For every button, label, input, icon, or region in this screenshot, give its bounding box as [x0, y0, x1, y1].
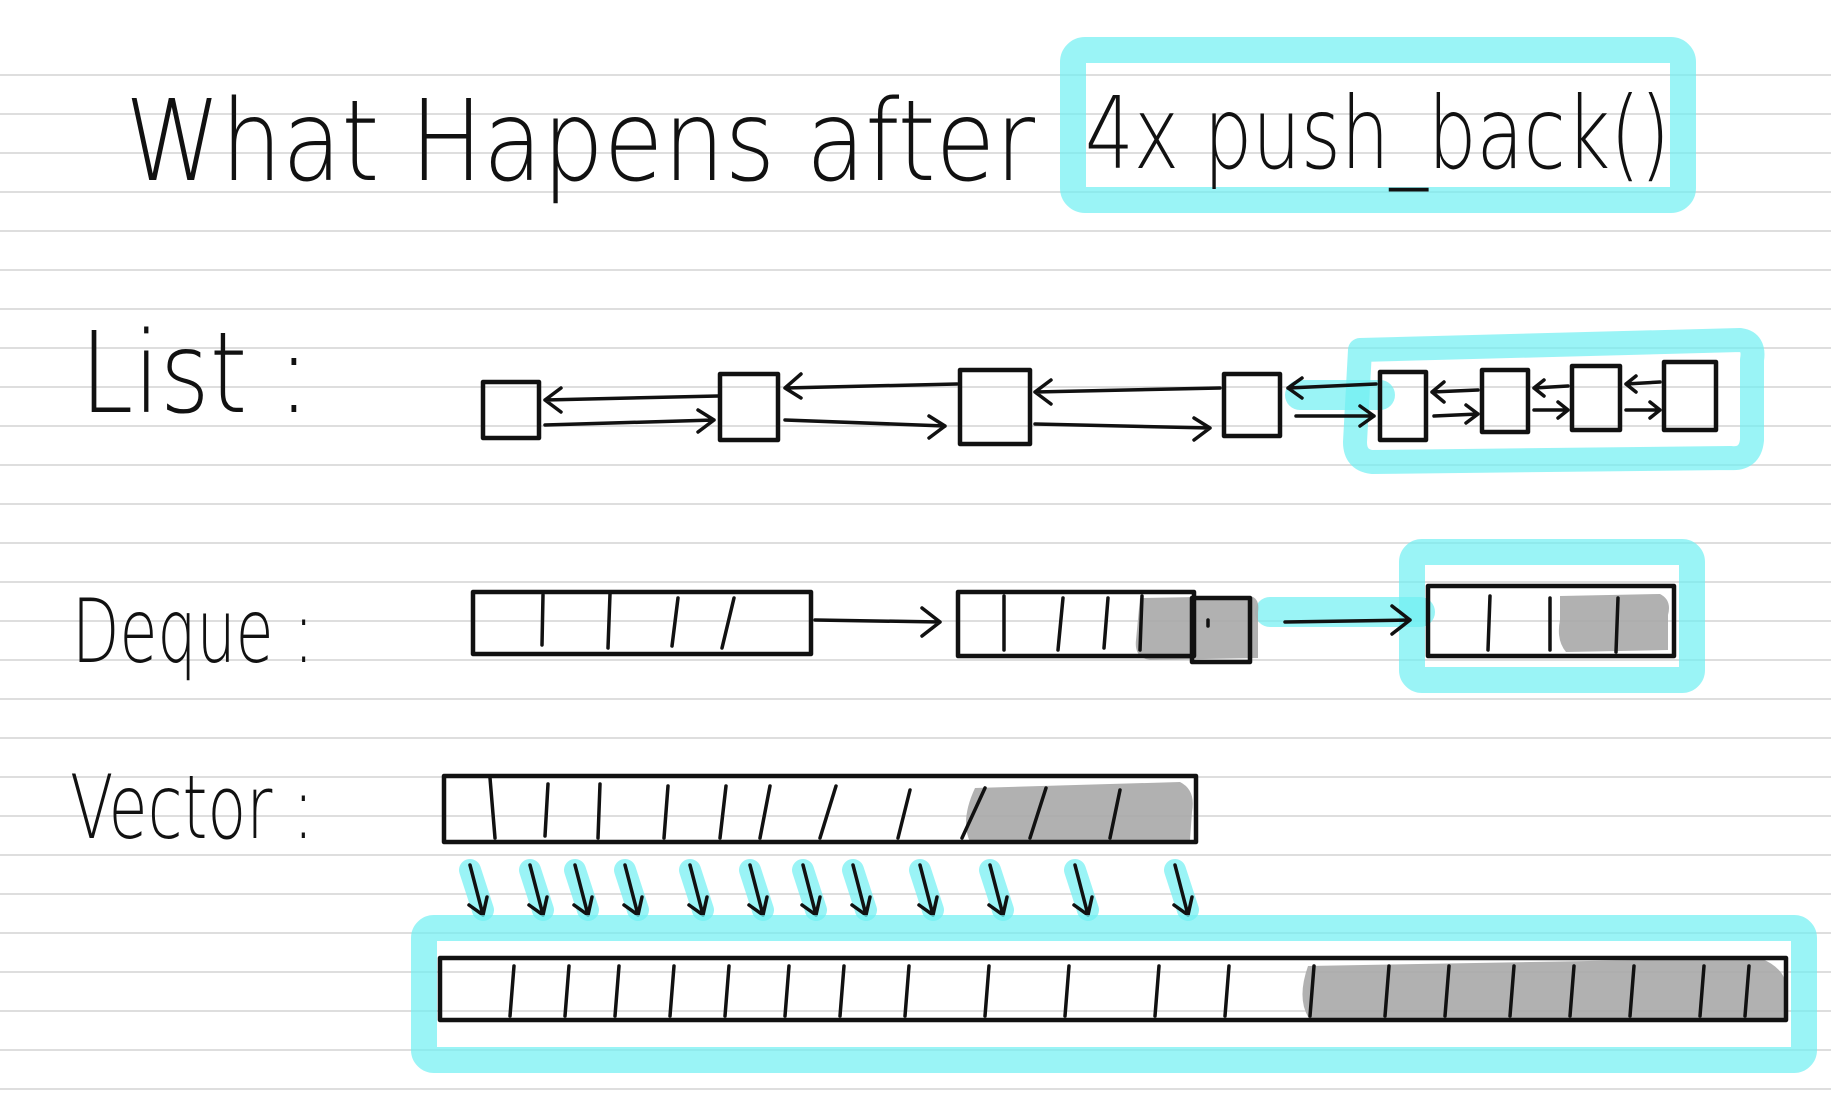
vector-new-divider [783, 964, 791, 1018]
deque-new-shaded-slots [1558, 594, 1669, 652]
label-deque: Deque : [72, 580, 314, 683]
list-new-nodes-highlight [1343, 328, 1765, 474]
list-links [543, 372, 1662, 442]
vector-new-divider [563, 964, 571, 1018]
deque-block-dividers [1486, 594, 1620, 654]
vector-new-divider [1443, 964, 1451, 1018]
list-node [1221, 371, 1283, 439]
title-highlight: 4x push_back() [1085, 75, 1670, 192]
vector-new-divider [1743, 964, 1751, 1018]
deque-block [470, 589, 814, 657]
vector-new-divider [1223, 964, 1231, 1018]
copy-arrow [917, 863, 939, 917]
vector-new-divider [1063, 964, 1071, 1018]
copy-arrow [800, 863, 822, 917]
title-prefix: What Hapens after [125, 77, 1035, 207]
vector-old-dividers [488, 776, 1122, 840]
vector-new-divider [1508, 964, 1516, 1018]
copy-arrow [467, 863, 489, 917]
vector-new-divider [1308, 964, 1316, 1018]
vector-new-divider [1383, 964, 1391, 1018]
copy-arrow [1072, 863, 1094, 917]
deque-link-arrow [813, 606, 942, 638]
vector-new-divider [723, 964, 731, 1018]
vector-new-divider [838, 964, 846, 1018]
copy-arrow [687, 863, 709, 917]
vector-new-divider [983, 964, 991, 1018]
vector-new-divider [1628, 964, 1636, 1018]
list-new-node [1479, 367, 1531, 435]
vector-new-divider [903, 964, 911, 1018]
title-group: What Hapens after 4x push_back() [125, 37, 1696, 213]
vector-new-buffer-highlight [411, 915, 1817, 1073]
copy-arrow [987, 863, 1009, 917]
vector-copy-arrows [459, 859, 1199, 921]
vector-new-divider [1568, 964, 1576, 1018]
list-node [717, 371, 781, 443]
deque-block-dividers [540, 592, 736, 650]
deque-new-block [1425, 583, 1677, 659]
deque-new-link-arrow [1283, 604, 1412, 636]
title-highlight-box [1060, 37, 1696, 213]
deque-shaded-slots [1135, 596, 1259, 660]
vector-old-buffer [441, 773, 1199, 845]
list-new-node [1661, 359, 1719, 433]
label-list: List : [80, 309, 310, 439]
deque-block-dividers [1002, 594, 1210, 652]
vector-diagram [411, 773, 1817, 1073]
vector-new-shaded-slots [1302, 958, 1787, 1020]
vector-new-divider [508, 964, 516, 1018]
vector-new-divider [1698, 964, 1706, 1018]
list-new-node [1377, 369, 1429, 443]
vector-new-buffer [437, 955, 1789, 1023]
copy-arrow [527, 863, 549, 917]
list-node [480, 379, 542, 441]
list-node [957, 367, 1033, 447]
list-new-node [1569, 363, 1623, 433]
vector-new-divider [1153, 964, 1161, 1018]
copy-arrow [747, 863, 769, 917]
vector-new-divider [668, 964, 676, 1018]
copy-arrow [850, 863, 872, 917]
deque-diagram [470, 539, 1705, 693]
copy-arrow [572, 863, 594, 917]
label-vector: Vector : [70, 756, 314, 859]
vector-new-divider [613, 964, 621, 1018]
vector-old-shaded-slots [966, 782, 1193, 842]
vector-new-dividers [508, 964, 1751, 1018]
list-diagram [480, 328, 1765, 474]
copy-arrow [1172, 863, 1194, 917]
copy-arrow [622, 863, 644, 917]
deque-overflow-slot [1189, 595, 1253, 665]
